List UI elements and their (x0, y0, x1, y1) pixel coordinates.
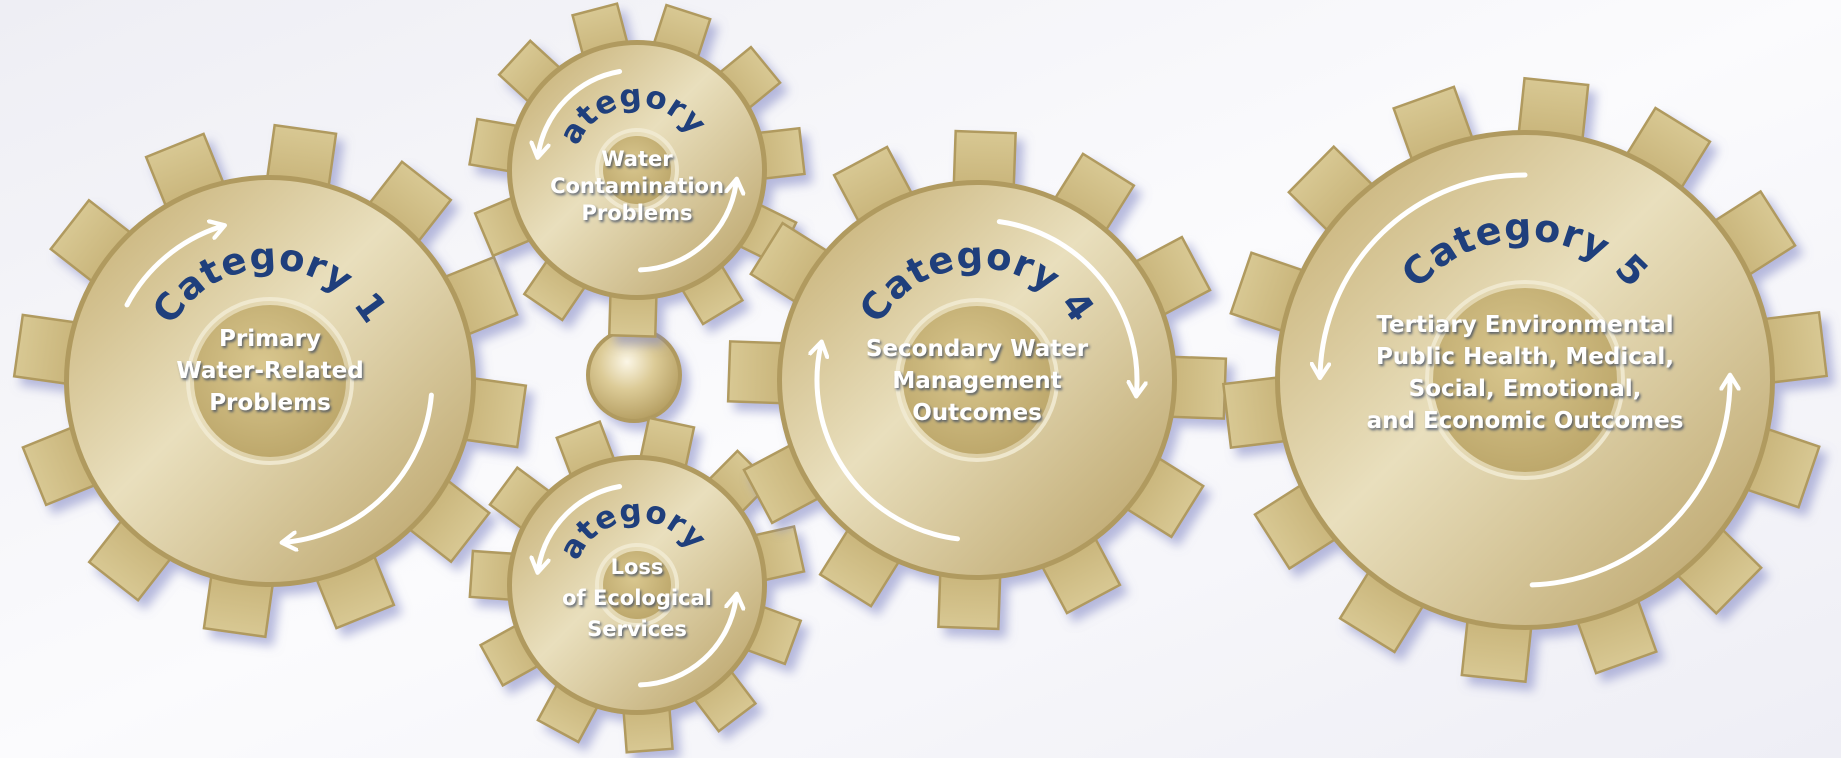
description-line: Tertiary Environmental (1376, 312, 1673, 338)
cycle-arrow-icon (124, 227, 220, 308)
description-line: Problems (209, 390, 331, 416)
description-line: Public Health, Medical, (1376, 344, 1674, 370)
gear-hub (603, 136, 671, 204)
hub-ring (895, 298, 1059, 462)
gear-hub (903, 306, 1051, 454)
description-line: of Ecological (562, 586, 712, 610)
description-line: Water (601, 147, 673, 171)
cycle-arrow-icon (287, 392, 434, 542)
cycle-arrow-icon (638, 599, 737, 688)
description-line: Outcomes (912, 400, 1042, 426)
gear-icon (12, 123, 528, 639)
cycle-arrow-icon (1529, 380, 1730, 588)
description-line: Contamination (550, 174, 724, 198)
cycle-arrow-icon (1320, 172, 1528, 373)
connector-ball-icon (586, 327, 682, 423)
cycle-arrow-icon (539, 484, 623, 568)
hub-ring (595, 128, 679, 212)
description-line: Problems (581, 201, 692, 225)
description-line: Services (587, 617, 687, 641)
hub-ring (1425, 280, 1625, 480)
gear-hub (603, 551, 671, 619)
description-line: Management (892, 368, 1061, 394)
description-line: Primary (219, 326, 321, 352)
hub-ring (186, 297, 354, 465)
description-line: Water-Related (176, 358, 363, 384)
gear-hub (1433, 288, 1617, 472)
hub-ring (595, 543, 679, 627)
cycle-arrow-icon (817, 347, 960, 542)
gear-hub (194, 305, 346, 457)
cycle-arrow-icon (996, 219, 1137, 392)
description-line: Social, Emotional, (1409, 376, 1642, 402)
description-line: and Economic Outcomes (1367, 408, 1684, 434)
description-line: Loss (611, 555, 664, 579)
cycle-arrow-icon (638, 184, 737, 273)
description-line: Secondary Water (866, 336, 1089, 362)
cycle-arrow-icon (539, 69, 623, 153)
